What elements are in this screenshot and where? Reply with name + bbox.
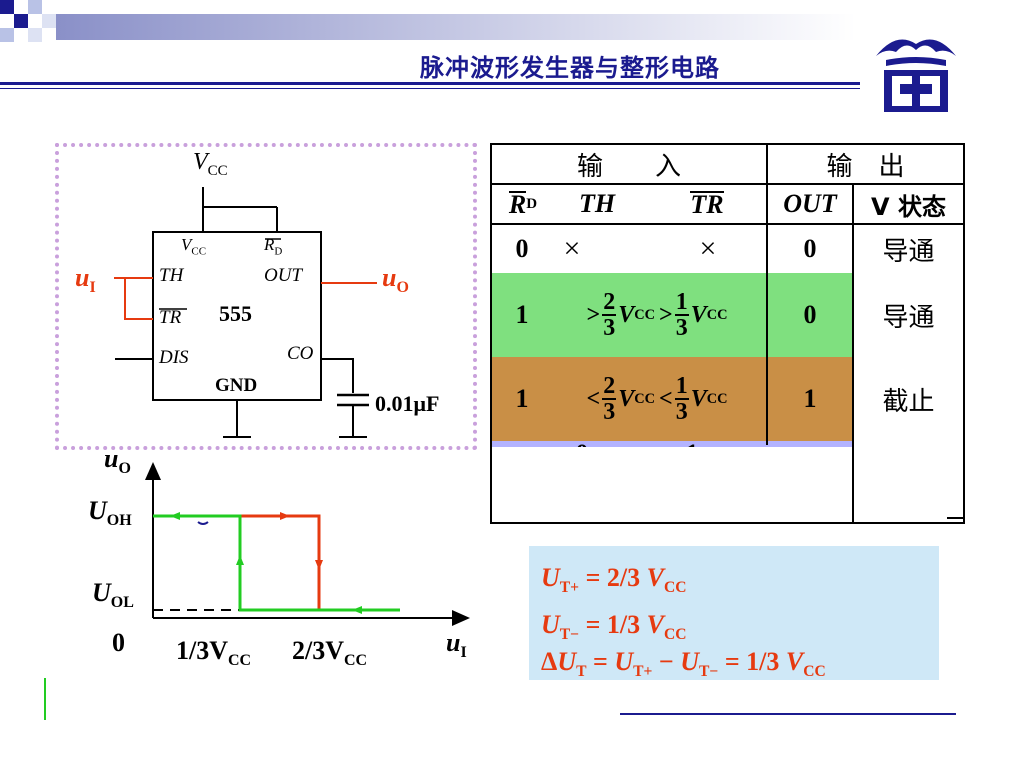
row3-rd: 1 — [515, 384, 529, 413]
pin-out-label: OUT — [264, 265, 303, 286]
output-uo-label: uO — [382, 263, 409, 297]
title-underline-thin — [0, 88, 860, 89]
row2-rd: 1 — [515, 300, 529, 329]
graph-origin: 0 — [112, 628, 125, 657]
capacitor-value: 0.01μF — [375, 391, 440, 416]
pin-co-label: CO — [287, 343, 314, 364]
row1-rd: 0 — [515, 234, 529, 263]
row3-out: 1 — [803, 384, 817, 413]
footer-left-bar — [44, 678, 46, 720]
formula-ut-plus: UT+ = 2/3 VCC — [541, 563, 687, 597]
header-output: 输 出 — [826, 151, 905, 182]
pin-dis-label: DIS — [159, 347, 189, 368]
row2-state: 导通 — [882, 302, 935, 333]
input-ui-label: uI — [75, 263, 96, 297]
footer-right-line — [620, 713, 956, 715]
row1-out: 0 — [803, 234, 817, 263]
formula-ut-minus: UT− = 1/3 VCC — [541, 610, 687, 644]
pin-gnd-label: GND — [215, 375, 258, 396]
graph-x-label: uI — [446, 628, 467, 662]
hysteresis-graph — [145, 462, 470, 626]
graph-tick-third: 1/3VCC — [176, 636, 252, 670]
table-bottom-edge — [947, 517, 963, 519]
graph-y-label: uO — [104, 444, 131, 478]
header-gradient — [56, 14, 856, 40]
graph-uol-label: UOL — [92, 578, 134, 612]
pin-vcc-label: VCC — [181, 235, 207, 258]
university-logo-icon — [866, 26, 966, 118]
formula-delta-ut: ΔUT = UT+ − UT− = 1/3 VCC — [541, 647, 826, 681]
chip-name: 555 — [219, 301, 252, 326]
pin-tr-label: TR — [159, 307, 182, 328]
row1-th: × — [563, 232, 581, 265]
graph-uoh-label: UOH — [88, 496, 132, 530]
row3-state: 截止 — [882, 386, 935, 417]
col-tr: TR — [690, 190, 724, 219]
col-th: TH — [578, 189, 616, 218]
circuit-panel: VCC VCC RD TH TR 555 DIS OUT CO GND uI u… — [55, 143, 477, 450]
graph-tick-two-thirds: 2/3VCC — [292, 636, 368, 670]
row4-clip — [492, 447, 852, 522]
pin-rd-label: RD — [264, 235, 283, 258]
row1-state: 导通 — [882, 236, 935, 267]
vcc-label: VCC — [193, 149, 228, 179]
threshold-formula-box: UT+ = 2/3 VCC UT− = 1/3 VCC ΔUT = UT+ − … — [529, 546, 939, 680]
title-underline — [0, 82, 860, 85]
col-v-state: V 状态 — [871, 192, 946, 221]
row2-out: 0 — [803, 300, 817, 329]
header-input: 输 入 — [576, 151, 681, 182]
pin-th-label: TH — [159, 265, 184, 286]
col-out: OUT — [783, 189, 837, 218]
slide-title: 脉冲波形发生器与整形电路 — [420, 54, 720, 82]
row1-tr: × — [699, 232, 717, 265]
table-mask-col — [854, 273, 963, 522]
